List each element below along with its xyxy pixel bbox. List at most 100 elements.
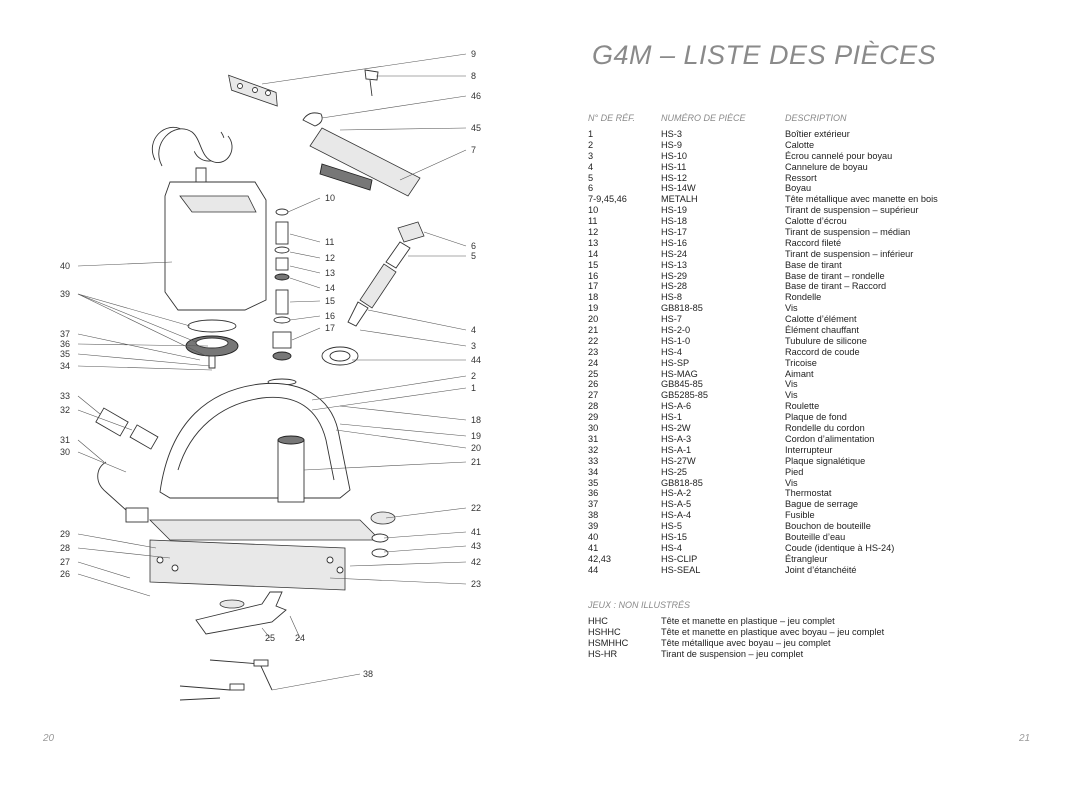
ref-cell: 38 [588, 510, 599, 521]
housing-base-assembly [95, 382, 396, 591]
callout-37: 37 [60, 329, 70, 339]
kit-code-cell: HSHHC [588, 627, 621, 637]
callout-15: 15 [325, 296, 335, 306]
description-cell: Écrou cannelé pour boyau [785, 150, 893, 161]
description-cell: Vis [785, 390, 798, 401]
description-cell: Vis [785, 477, 798, 488]
description-cell: Base de tirant – Raccord [785, 281, 887, 292]
part-number-cell: HS-19 [661, 205, 688, 216]
part-number-cell: HS-4 [661, 542, 682, 553]
ref-cell: 28 [588, 401, 599, 412]
callout-33: 33 [60, 391, 70, 401]
ref-cell: 20 [588, 314, 599, 325]
part-number-cell: HS-A-5 [661, 499, 692, 510]
steamer-head-assembly [151, 69, 421, 197]
part-number-cell: HS-10 [661, 150, 688, 161]
part-number-cell: HS-3 [661, 129, 682, 139]
ref-cell: 25 [588, 368, 599, 379]
ref-cell: 30 [588, 423, 599, 434]
description-cell: Plaque signalétique [785, 455, 866, 466]
description-cell: Calotte d’écrou [785, 216, 847, 227]
description-cell: Calotte d’élément [785, 314, 857, 325]
description-cell: Pied [785, 466, 804, 477]
part-number-cell: HS-2W [661, 423, 691, 434]
callout-23: 23 [471, 579, 481, 589]
ref-cell: 18 [588, 292, 599, 303]
callout-21: 21 [471, 457, 481, 467]
ref-cell: 10 [588, 205, 599, 216]
ref-cell: 3 [588, 150, 594, 161]
callout-36: 36 [60, 339, 70, 349]
suspension-rod-assembly [267, 208, 297, 386]
part-number-cell: HS-12 [661, 172, 688, 183]
ref-cell: 22 [588, 335, 599, 346]
kits-heading: JEUX : NON ILLUSTRÉS [588, 600, 691, 610]
callout-28: 28 [60, 543, 70, 553]
callout-19: 19 [471, 431, 481, 441]
exploded-parts-diagram: 9 8 46 45 7 10 11 12 13 14 15 16 17 6 5 … [60, 49, 481, 701]
ref-cell: 7-9,45,46 [588, 194, 627, 205]
callout-42: 42 [471, 557, 481, 567]
ref-cell: 34 [588, 466, 599, 477]
part-number-cell: HS-A-3 [661, 433, 692, 444]
ref-cell: 36 [588, 488, 599, 499]
callout-12: 12 [325, 253, 335, 263]
description-cell: Raccord de coude [785, 346, 860, 357]
part-number-cell: HS-14W [661, 183, 696, 194]
callout-34: 34 [60, 361, 70, 371]
part-number-cell: HS-A-2 [661, 488, 692, 499]
description-cell: Tubulure de silicone [785, 335, 867, 346]
part-number-cell: HS-A-4 [661, 510, 692, 521]
kit-code-cell: HS-HR [588, 649, 618, 659]
part-number-cell: GB845-85 [661, 379, 703, 390]
ref-cell: 29 [588, 412, 599, 423]
part-number-cell: HS-29 [661, 270, 688, 281]
ref-cell: 6 [588, 183, 594, 194]
callout-16: 16 [325, 311, 335, 321]
callout-10: 10 [325, 193, 335, 203]
ref-cell: 2 [588, 139, 594, 150]
callout-14: 14 [325, 283, 335, 293]
ref-cell: 14 [588, 248, 599, 259]
part-number-cell: HS-4 [661, 346, 682, 357]
description-cell: Vis [785, 379, 798, 390]
callout-35: 35 [60, 349, 70, 359]
ref-cell: 42,43 [588, 553, 611, 564]
callout-22: 22 [471, 503, 481, 513]
part-number-cell: HS-A-1 [661, 444, 692, 455]
kit-description-cell: Tête métallique avec boyau – jeu complet [661, 638, 831, 648]
page-title: G4M – LISTE DES PIÈCES [592, 40, 937, 70]
kit-description-cell: Tête et manette en plastique avec boyau … [661, 627, 885, 637]
description-cell: Rondelle du cordon [785, 423, 865, 434]
callout-46: 46 [471, 91, 481, 101]
description-cell: Tirant de suspension – inférieur [785, 248, 914, 259]
description-cell: Tricoise [785, 357, 817, 368]
callout-20: 20 [471, 443, 481, 453]
ref-cell: 26 [588, 379, 599, 390]
ref-cell: 35 [588, 477, 599, 488]
ref-cell: 19 [588, 303, 599, 314]
table-row: 3 HS-10 Écrou cannelé pour boyau [588, 151, 1018, 162]
part-number-cell: HS-1 [661, 412, 682, 423]
hose-assembly [290, 221, 425, 415]
ref-cell: 1 [588, 129, 594, 139]
parts-table-header: N° DE RÉF. NUMÉRO DE PIÈCE DESCRIPTION [588, 113, 1008, 125]
ref-cell: 15 [588, 259, 599, 270]
callout-25: 25 [265, 633, 275, 643]
callout-24: 24 [295, 633, 305, 643]
callout-41: 41 [471, 527, 481, 537]
